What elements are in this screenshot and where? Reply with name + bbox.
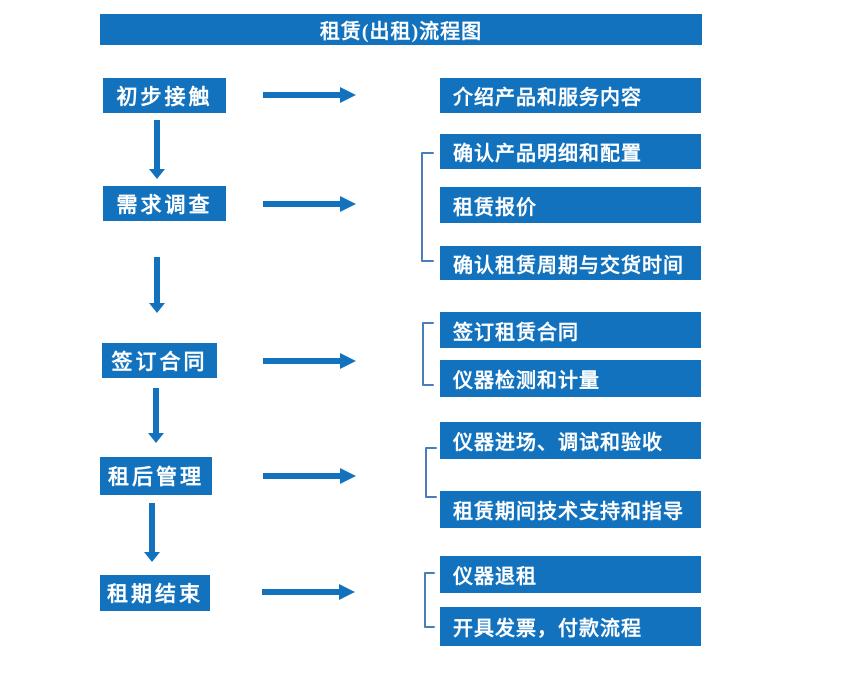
right-arrow-post-rental-management bbox=[263, 468, 356, 484]
detail-box-instrument-arrival-debug-acceptance: 仪器进场、调试和验收 bbox=[440, 422, 701, 459]
detail-box-rental-quote: 租赁报价 bbox=[440, 187, 701, 223]
down-arrow-1 bbox=[149, 120, 165, 179]
detail-box-confirm-rental-period-delivery: 确认租赁周期与交货时间 bbox=[440, 246, 701, 280]
bracket-rental-end-group bbox=[424, 572, 435, 628]
down-arrow-4 bbox=[144, 503, 160, 562]
step-box-post-rental-management: 租后管理 bbox=[100, 457, 212, 495]
down-arrow-2 bbox=[149, 257, 165, 313]
detail-box-instrument-inspection-metering: 仪器检测和计量 bbox=[440, 360, 701, 397]
right-arrow-initial-contact bbox=[263, 87, 356, 103]
chart-title: 租赁(出租)流程图 bbox=[319, 21, 483, 43]
detail-box-invoice-payment-process: 开具发票，付款流程 bbox=[440, 607, 701, 646]
right-arrow-requirement-survey bbox=[263, 196, 356, 212]
chart-title-bar: 租赁(出租)流程图 bbox=[100, 14, 702, 45]
down-arrow-3 bbox=[148, 388, 164, 443]
detail-box-sign-rental-contract: 签订租赁合同 bbox=[440, 312, 701, 348]
step-box-rental-end: 租期结束 bbox=[100, 575, 210, 611]
step-box-initial-contact: 初步接触 bbox=[103, 78, 226, 113]
right-arrow-sign-contract bbox=[263, 353, 356, 369]
detail-box-technical-support-guidance: 租赁期间技术支持和指导 bbox=[440, 491, 701, 528]
bracket-requirement-survey-group bbox=[421, 152, 434, 262]
bracket-sign-contract-group bbox=[422, 322, 434, 386]
detail-box-confirm-product-details-config: 确认产品明细和配置 bbox=[440, 134, 701, 169]
right-arrow-rental-end bbox=[262, 584, 355, 600]
step-box-requirement-survey: 需求调查 bbox=[103, 186, 226, 221]
detail-box-instrument-return: 仪器退租 bbox=[440, 556, 701, 593]
detail-box-introduce-products-services: 介绍产品和服务内容 bbox=[440, 78, 701, 113]
step-box-sign-contract: 签订合同 bbox=[102, 343, 217, 378]
bracket-post-rental-group bbox=[425, 447, 437, 498]
